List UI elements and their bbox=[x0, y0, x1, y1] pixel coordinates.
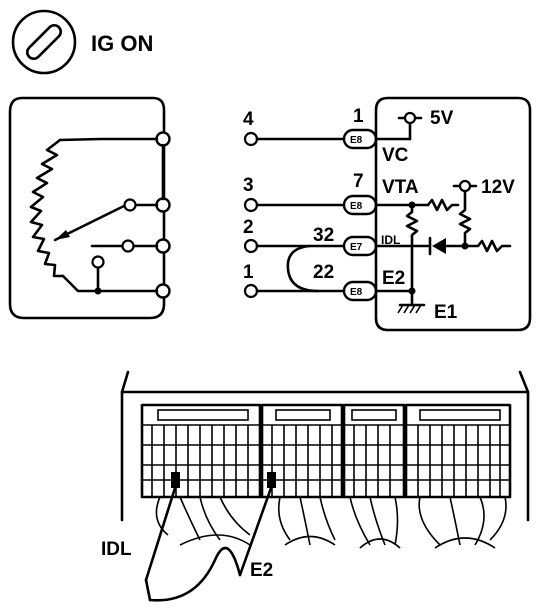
ecu-connector-vta: E8 bbox=[342, 194, 378, 216]
probe-idl bbox=[144, 472, 180, 602]
ecu-connector-idl: E7 bbox=[342, 235, 378, 257]
ecu-pin-7: 7 bbox=[353, 171, 364, 192]
svg-text:E8: E8 bbox=[350, 135, 363, 146]
connector-block-e7 bbox=[140, 403, 262, 499]
svg-text:E7: E7 bbox=[350, 242, 363, 253]
sensor-terminal-3 bbox=[155, 197, 171, 213]
supply-5v-label: 5V bbox=[430, 108, 454, 129]
jumper-wire bbox=[286, 244, 320, 293]
sensor-terminal-1 bbox=[155, 283, 171, 299]
ecu-pin-22: 22 bbox=[313, 262, 334, 283]
sensor-terminal-4 bbox=[155, 131, 171, 147]
diode-icon bbox=[432, 238, 446, 254]
svg-text:E8: E8 bbox=[350, 287, 363, 298]
probe-idl-label: IDL bbox=[101, 539, 132, 560]
probe-e2-label: E2 bbox=[250, 560, 273, 581]
ecu-pin-32: 32 bbox=[313, 225, 334, 246]
pin-label-4: 4 bbox=[243, 109, 254, 130]
signal-idl: IDL bbox=[381, 233, 400, 247]
connector-block-e9 bbox=[342, 403, 406, 499]
ecu-pin-1: 1 bbox=[353, 106, 364, 127]
ignition-key-icon bbox=[11, 9, 77, 75]
test-lead-loop bbox=[148, 546, 242, 602]
probe-e2 bbox=[238, 472, 276, 577]
ground-e1-label: E1 bbox=[434, 302, 458, 323]
ecu-box: VC VTA IDL E2 5V 12V bbox=[374, 96, 532, 332]
sensor-terminal-2 bbox=[155, 238, 171, 254]
svg-text:E8: E8 bbox=[350, 201, 363, 212]
pin-label-1: 1 bbox=[243, 262, 254, 283]
pin-label-3: 3 bbox=[243, 175, 254, 196]
signal-e2: E2 bbox=[382, 268, 405, 289]
pin-label-2: 2 bbox=[243, 217, 254, 238]
throttle-position-sensor bbox=[8, 96, 171, 320]
connector-block-e8 bbox=[260, 403, 344, 499]
signal-vta: VTA bbox=[382, 177, 419, 198]
ig-on-label: IG ON bbox=[91, 31, 153, 56]
supply-12v-label: 12V bbox=[481, 177, 515, 198]
connector-block-e10 bbox=[404, 403, 512, 499]
potentiometer-resistor bbox=[29, 138, 65, 278]
ecu-connector-vc: E8 bbox=[342, 128, 378, 150]
ecu-housing bbox=[120, 370, 530, 549]
ecu-connector-e2: E8 bbox=[342, 280, 378, 302]
signal-vc: VC bbox=[382, 145, 409, 166]
